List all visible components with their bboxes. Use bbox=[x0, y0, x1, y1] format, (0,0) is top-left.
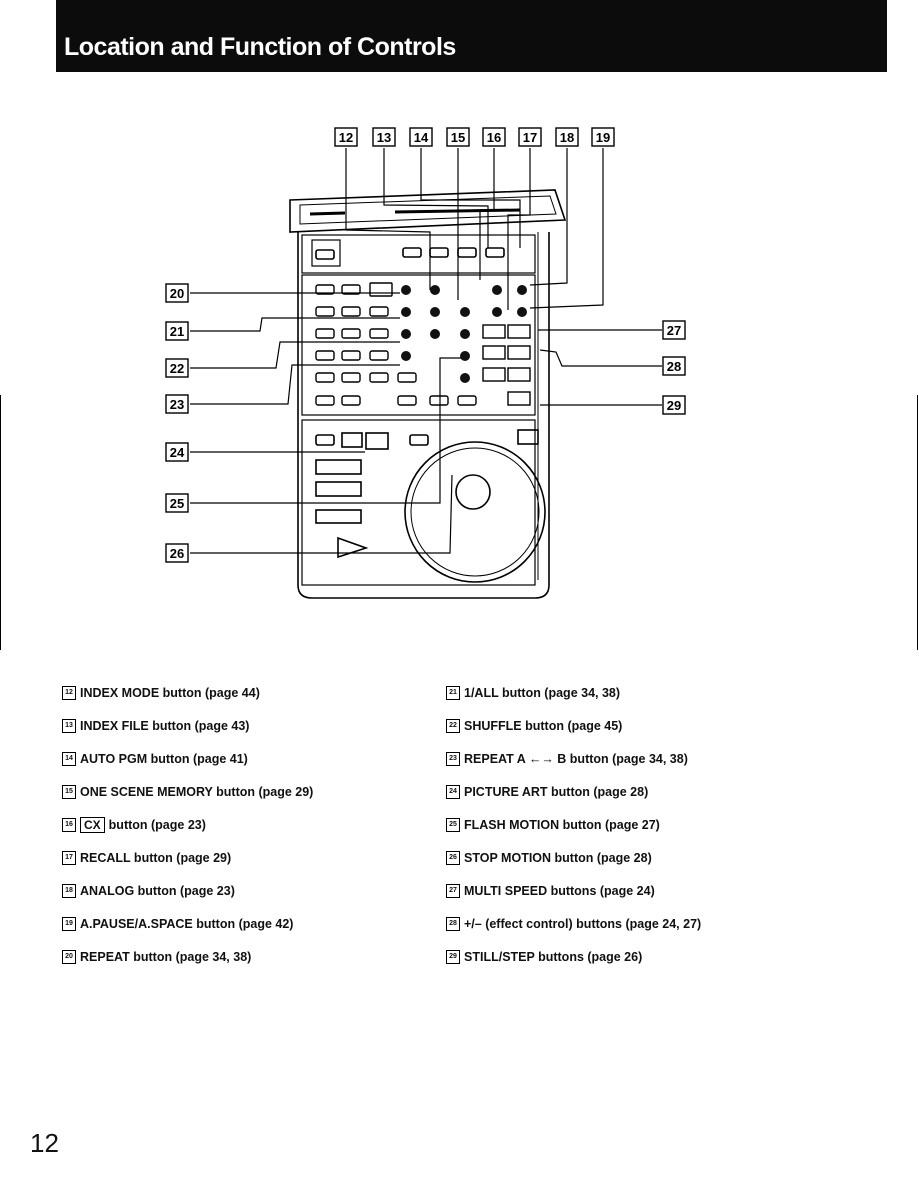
callout-29: 29 bbox=[662, 395, 686, 415]
svg-text:15: 15 bbox=[451, 130, 465, 145]
svg-text:16: 16 bbox=[487, 130, 501, 145]
svg-text:18: 18 bbox=[560, 130, 574, 145]
svg-text:22: 22 bbox=[170, 361, 184, 376]
svg-text:24: 24 bbox=[170, 445, 185, 460]
callout-19: 19 bbox=[591, 127, 615, 147]
svg-text:29: 29 bbox=[667, 398, 681, 413]
callout-18: 18 bbox=[555, 127, 579, 147]
page-title: Location and Function of Controls bbox=[64, 33, 456, 61]
svg-text:27: 27 bbox=[667, 323, 681, 338]
callout-28: 28 bbox=[662, 356, 686, 376]
callout-15: 15 bbox=[446, 127, 470, 147]
callout-23: 23 bbox=[165, 394, 189, 414]
page-number: 12 bbox=[30, 1128, 59, 1158]
svg-text:12: 12 bbox=[339, 130, 353, 145]
callout-22: 22 bbox=[165, 358, 189, 378]
callout-16: 16 bbox=[482, 127, 506, 147]
svg-text:14: 14 bbox=[414, 130, 429, 145]
callout-14: 14 bbox=[409, 127, 433, 147]
callout-20: 20 bbox=[165, 283, 189, 303]
cx-label: CX bbox=[80, 816, 105, 833]
svg-text:17: 17 bbox=[523, 130, 537, 145]
svg-text:28: 28 bbox=[667, 359, 681, 374]
svg-text:23: 23 bbox=[170, 397, 184, 412]
callout-25: 25 bbox=[165, 493, 189, 513]
svg-text:25: 25 bbox=[170, 496, 184, 511]
list-item: 28+/– (effect control) buttons (page 24,… bbox=[446, 907, 701, 940]
svg-text:13: 13 bbox=[377, 130, 391, 145]
callout-24: 24 bbox=[165, 442, 189, 462]
callout-27: 27 bbox=[662, 320, 686, 340]
callout-12: 12 bbox=[334, 127, 358, 147]
callout-13: 13 bbox=[372, 127, 396, 147]
callout-26: 26 bbox=[165, 543, 189, 563]
callout-21: 21 bbox=[165, 321, 189, 341]
svg-text:20: 20 bbox=[170, 286, 184, 301]
svg-text:19: 19 bbox=[596, 130, 610, 145]
callout-17: 17 bbox=[518, 127, 542, 147]
page-header: Location and Function of Controls bbox=[56, 0, 887, 72]
svg-text:21: 21 bbox=[170, 324, 184, 339]
left-edge-line bbox=[0, 395, 1, 650]
remote-control-diagram: 12 13 14 15 16 17 18 19 20 21 22 23 24 2… bbox=[165, 127, 686, 599]
right-edge-line bbox=[917, 395, 918, 650]
svg-text:26: 26 bbox=[170, 546, 184, 561]
